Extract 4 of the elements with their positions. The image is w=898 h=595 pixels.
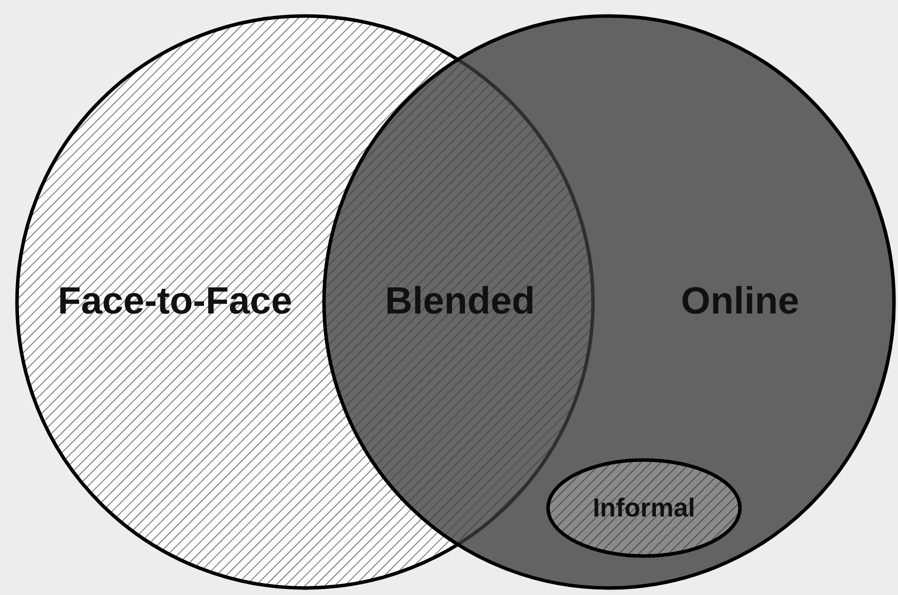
overlap-label: Blended	[385, 280, 535, 324]
region-label: Online	[680, 280, 800, 324]
venn-circle	[322, 14, 896, 590]
venn-ellipse	[546, 458, 742, 558]
